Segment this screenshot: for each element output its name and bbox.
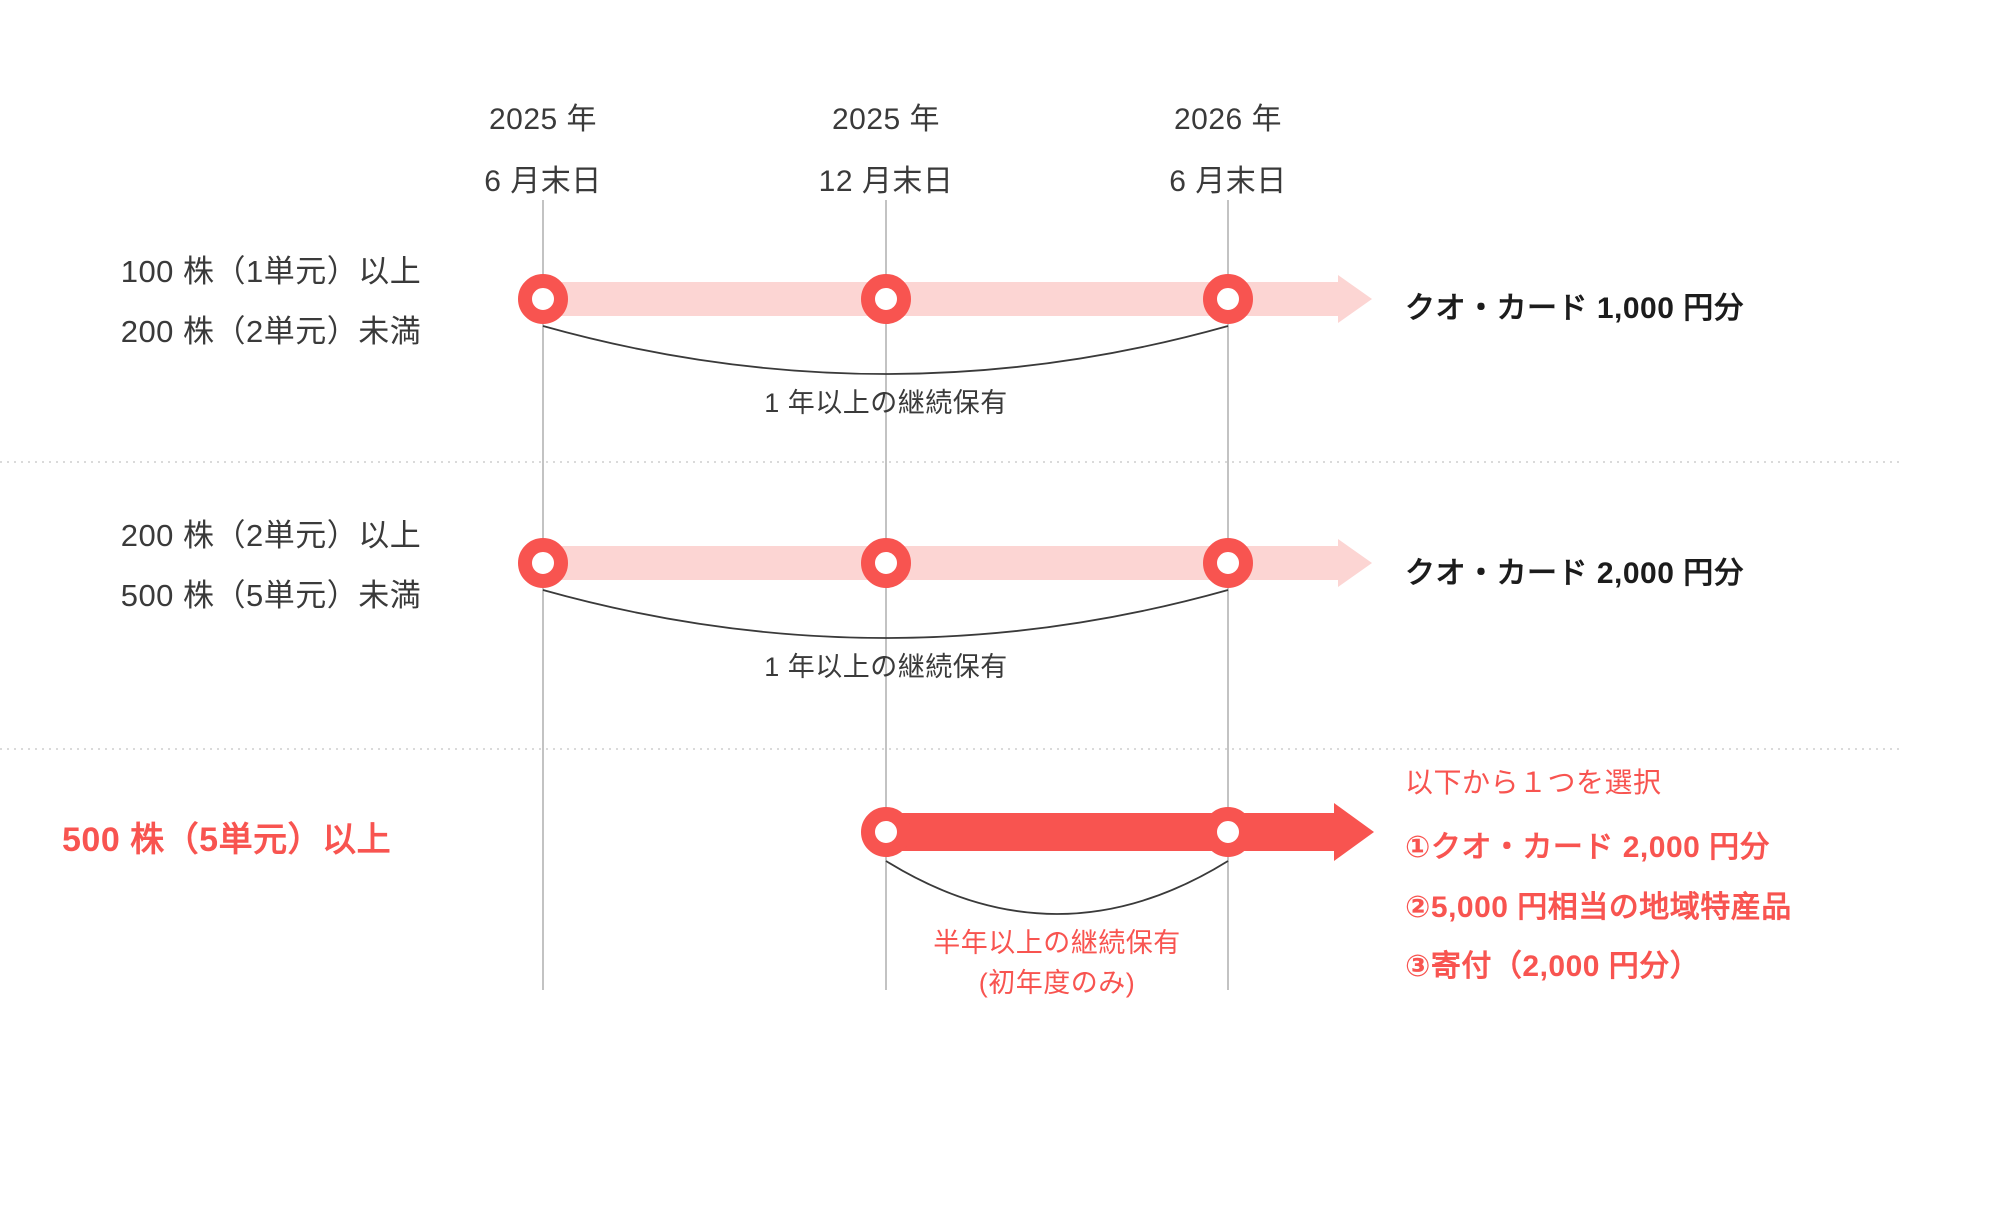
tier2-label-line2: 500 株（5単元）未満 — [120, 578, 422, 613]
tier2-dot-2026-june — [1203, 538, 1253, 588]
tier1-dot-2025-december — [861, 274, 911, 324]
tier1-holding-note: 1 年以上の継続保有 — [764, 388, 1008, 418]
tier1-label-line1: 100 株（1単元）以上 — [120, 254, 422, 289]
tier3-label: 500 株（5単元）以上 — [62, 821, 392, 859]
column-header-year-3: 2026 年 — [1173, 103, 1283, 136]
column-header-date-2: 12 月末日 — [818, 165, 954, 198]
tier1-label-line2: 200 株（2単元）未満 — [120, 314, 422, 349]
tier3-option-3: ③寄付（2,000 円分） — [1405, 950, 1701, 983]
tier3-dot-2025-december — [861, 807, 911, 857]
tier2-label-line1: 200 株（2単元）以上 — [120, 518, 422, 553]
tier1-arrowhead — [1338, 275, 1372, 323]
tier2-holding-note: 1 年以上の継続保有 — [764, 652, 1008, 682]
tier3-selection-title: 以下から１つを選択 — [1405, 767, 1662, 798]
tier3-arrowhead — [1334, 803, 1374, 861]
tier1-dot-2026-june — [1203, 274, 1253, 324]
tier3-holding-note-line2: (初年度のみ) — [978, 968, 1136, 998]
tier1-holding-brace — [542, 325, 1229, 375]
tier3-option-1: ①クオ・カード 2,000 円分 — [1405, 831, 1771, 864]
tier1-dot-2025-june — [518, 274, 568, 324]
tier1-benefit: クオ・カード 1,000 円分 — [1405, 292, 1745, 325]
column-header-date-3: 6 月末日 — [1169, 165, 1287, 198]
column-header-date-1: 6 月末日 — [484, 165, 602, 198]
tier3-arrow-band — [886, 813, 1334, 851]
column-header-year-1: 2025 年 — [488, 103, 598, 136]
tier3-holding-note-line1: 半年以上の継続保有 — [933, 928, 1181, 958]
tier3-option-2: ②5,000 円相当の地域特産品 — [1405, 891, 1792, 924]
tier3-dot-2026-june — [1203, 807, 1253, 857]
tier2-dot-2025-june — [518, 538, 568, 588]
tier3-holding-brace — [885, 860, 1229, 915]
tier2-dot-2025-december — [861, 538, 911, 588]
tier2-arrowhead — [1338, 539, 1372, 587]
tier2-benefit: クオ・カード 2,000 円分 — [1405, 557, 1745, 590]
tier2-holding-brace — [542, 589, 1229, 639]
column-header-year-2: 2025 年 — [831, 103, 941, 136]
